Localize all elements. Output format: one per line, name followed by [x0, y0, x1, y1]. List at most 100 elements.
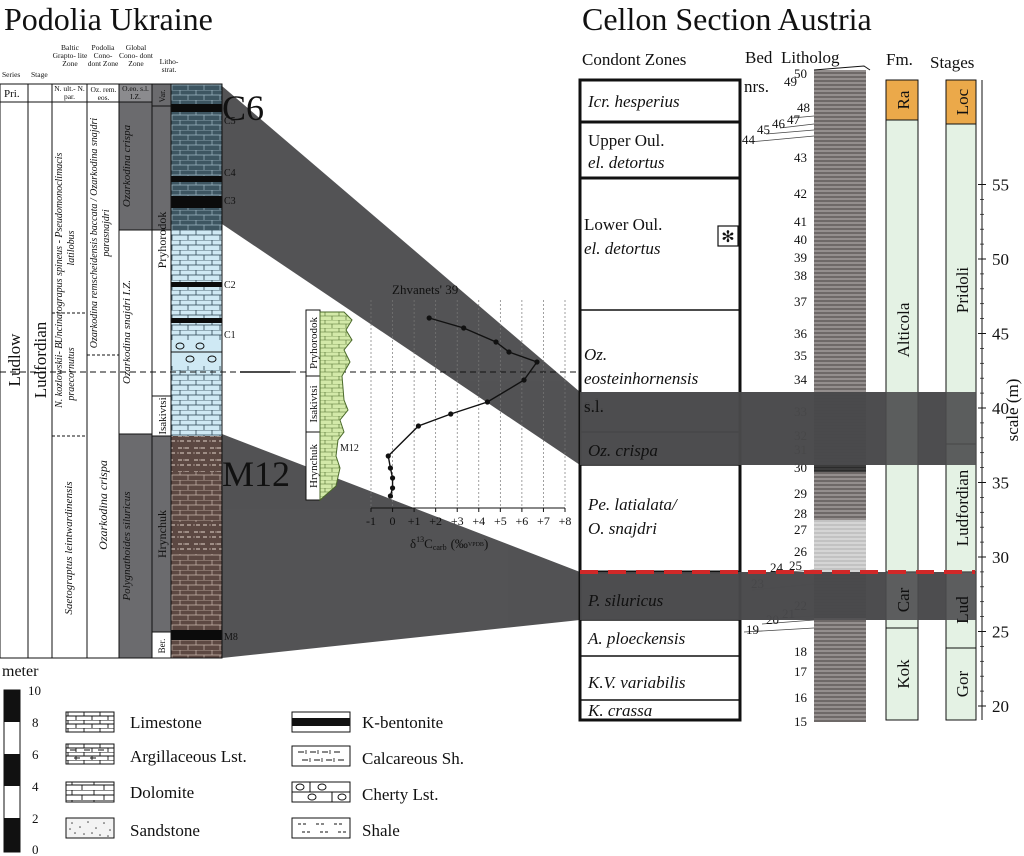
cellon-header-litholog: Litholog [781, 48, 840, 67]
cellon-title: Cellon Section Austria [582, 1, 872, 37]
zone-lower-1: Lower Oul. [584, 215, 662, 234]
cellon-formation-column: Ra Alticola Car Kok [885, 79, 919, 721]
bed-tick-line [761, 619, 815, 625]
zone-latialata-2: O. snajdri [588, 519, 657, 538]
marker-c6: C6 [222, 88, 264, 128]
isotope-point [387, 493, 393, 499]
podcon-lower: Ozarkodina crispa [96, 460, 110, 550]
bed-tick-line [779, 123, 815, 129]
isotope-tick-label: +1 [408, 514, 421, 528]
globcon-snajdri-cell [118, 229, 153, 435]
bed-43: 43 [794, 150, 807, 165]
scale-tick-label: 30 [992, 548, 1009, 567]
meter-scale: meter 10 8 6 4 2 0 [2, 663, 41, 856]
header-litho: Litho- strat. [159, 58, 179, 74]
scale-tick-label: 50 [992, 250, 1009, 269]
bed-45: 45 [757, 122, 770, 137]
litho-pryhorodok: Pryhorodok [155, 212, 169, 269]
bed-37: 37 [794, 294, 808, 309]
globcon-siluricus-cell [118, 433, 153, 659]
zone-eost-2: eosteinhornensis [584, 369, 699, 388]
fm-alticola: Alticola [894, 302, 913, 357]
legend-cherty: Cherty Lst. [362, 785, 439, 804]
isotope-tick-label: +6 [515, 514, 528, 528]
bed-19: 19 [746, 622, 759, 637]
isotope-grid [370, 300, 566, 508]
litho-isakivtsi: Isakivtsi [157, 397, 169, 434]
bed-39: 39 [794, 250, 807, 265]
bed-tick-line [791, 115, 815, 119]
isotope-tick-label: +7 [537, 514, 550, 528]
bed-15: 15 [794, 714, 807, 729]
marker-c5: C5 [224, 116, 236, 127]
isotope-tick-label: 0 [390, 514, 396, 528]
podolia-title: Podolia Ukraine [4, 1, 213, 37]
bed-49: 49 [784, 74, 797, 89]
stage-pridoli: Pridoli [953, 267, 972, 314]
isotope-point [448, 411, 454, 417]
isotope-title: Zhvanets' 39 [392, 282, 458, 297]
stage-gor: Gor [953, 670, 972, 697]
legend-shale: Shale [362, 821, 400, 840]
series-ludlow: Ludlow [5, 333, 24, 387]
scale-label: scale (m) [1003, 379, 1022, 442]
bed-28: 28 [794, 506, 807, 521]
axis-title-unit: (‰ [451, 536, 468, 551]
bed-tick-line [765, 129, 815, 135]
meter-tick-4: 4 [32, 779, 39, 794]
cellon-header-fm: Fm. [886, 50, 913, 69]
isotope-point [493, 339, 499, 345]
cellon-header-bed2: nrs. [744, 77, 769, 96]
isotope-point [389, 475, 396, 481]
bed-17: 17 [794, 664, 808, 679]
baltic-top: N. ult.- N. par. [54, 85, 85, 101]
cellon-band-overlay [580, 392, 976, 620]
isotope-axis-title: δ13Ccarb(‰VPDB) [410, 535, 488, 552]
scale-tick-label: 35 [992, 474, 1009, 493]
isotope-strat-column: Pryhorodok Isakivtsi Hrynchuk M12 [305, 309, 359, 502]
litho-pryhorodok-dark-cell [151, 105, 172, 231]
legend-dolomite: Dolomite [130, 783, 194, 802]
globcon-snajdri: Ozarkodina snajdri I.Z. [121, 280, 133, 384]
axis-title-vpdb: VPDB [468, 542, 484, 548]
fm-kok: Kok [894, 659, 913, 689]
isotope-point [461, 325, 467, 331]
series-pri: Pri. [4, 88, 20, 100]
fm-car-overlay: Car [894, 587, 913, 612]
meter-tick-6: 6 [32, 747, 39, 762]
header-stage: Stage [31, 70, 48, 79]
marker-m8: M8 [224, 632, 238, 643]
legend-limestone: Limestone [130, 713, 202, 732]
bed-35: 35 [794, 348, 807, 363]
bed-47: 47 [787, 112, 801, 127]
isotope-tick-label: +2 [429, 514, 442, 528]
litho-var: Var. [158, 90, 167, 103]
legend-sandstone: Sandstone [130, 821, 200, 840]
isotope-tick-label: -1 [366, 514, 376, 528]
axis-title-delta: δ [410, 536, 416, 551]
iso-isakivtsi: Isakivtsi [308, 385, 320, 422]
asterisk-box [717, 225, 739, 247]
legend-calcareous: Calcareous Sh. [362, 749, 464, 768]
legend-argillaceous: Argillaceous Lst. [130, 747, 247, 766]
cellon-header-bed: Bed [745, 48, 773, 67]
axis-title-c: C [424, 536, 433, 551]
bed-26: 26 [794, 544, 808, 559]
zone-siluricus-overlay: P. siluricus [587, 591, 664, 610]
legend-calcareous-swatch [291, 745, 351, 767]
iso-m12: M12 [340, 443, 359, 454]
isotope-point [521, 377, 527, 383]
legend-kbentonite: K-bentonite [362, 713, 443, 732]
zone-upper-1: Upper Oul. [588, 131, 664, 150]
zone-eost-1: Oz. [584, 345, 607, 364]
bed-50: 50 [794, 66, 807, 81]
bed-38: 38 [794, 268, 807, 283]
asterisk-icon: ✻ [721, 229, 734, 246]
cellon-header-stages: Stages [930, 53, 974, 72]
marker-m12: M12 [222, 454, 290, 494]
podcon-top: Oz. rem. eos. [90, 86, 117, 102]
